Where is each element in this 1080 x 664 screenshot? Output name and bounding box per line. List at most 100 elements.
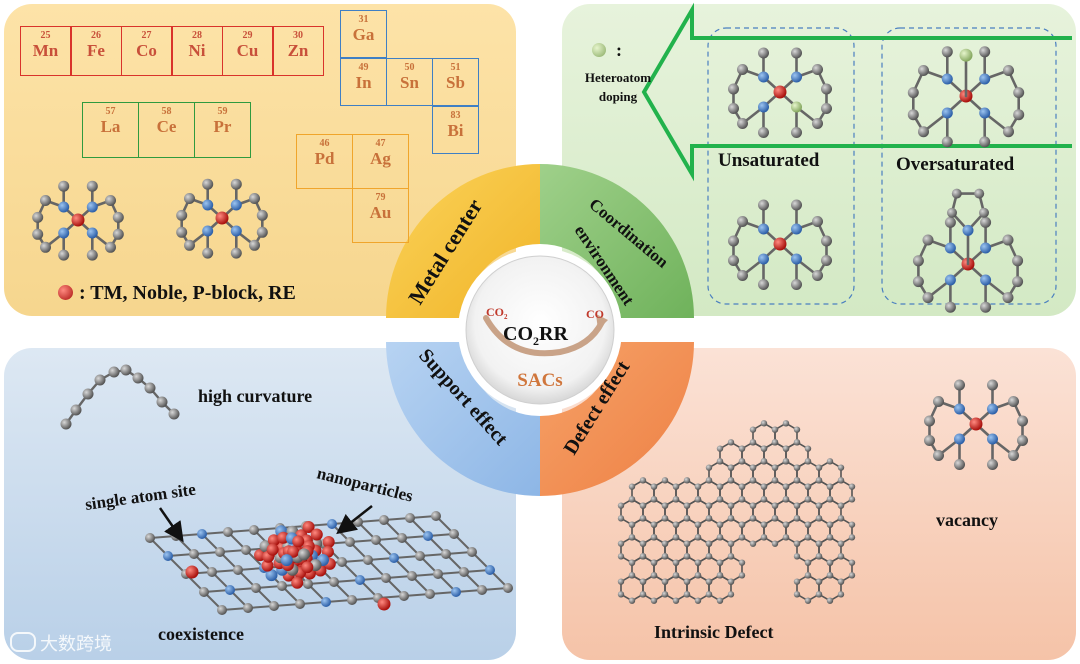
carbon-atom — [738, 483, 746, 490]
carbon-atom — [233, 565, 243, 575]
nitrogen-atom — [980, 242, 992, 254]
nitrogen-atom — [230, 199, 242, 211]
carbon-atom — [86, 249, 98, 261]
carbon-atom — [40, 195, 51, 206]
metal-atom — [185, 565, 199, 579]
carbon-atom — [760, 534, 768, 541]
carbon-atom — [782, 458, 790, 465]
carbon-atom — [215, 547, 225, 557]
element-symbol: Ag — [370, 149, 391, 168]
dopant-atom-icon — [592, 43, 606, 57]
carbon-atom — [705, 553, 713, 560]
carbon-atom — [804, 572, 812, 579]
carbon-atom — [371, 535, 381, 545]
graphene-hex — [686, 574, 710, 602]
carbon-atom — [793, 591, 801, 598]
carbon-atom — [477, 585, 487, 595]
carbon-atom — [716, 534, 724, 541]
carbon-atom — [347, 595, 357, 605]
carbon-atom — [650, 597, 658, 604]
carbon-atom — [782, 445, 790, 452]
carbon-atom — [705, 515, 713, 522]
carbon-atom — [617, 540, 625, 547]
element-symbol: In — [355, 73, 372, 92]
carbon-atom — [812, 216, 823, 227]
carbon-atom — [804, 597, 812, 604]
intrinsic-defect-label: Intrinsic Defect — [654, 622, 774, 642]
element-symbol: Sn — [400, 73, 419, 92]
metal-atom — [377, 597, 391, 611]
carbon-atom — [661, 502, 669, 509]
nitrogen-atom — [86, 201, 98, 213]
element-symbol: La — [100, 117, 121, 136]
carbon-atom — [826, 534, 834, 541]
carbon-atom — [199, 587, 209, 597]
nitrogen-atom — [941, 73, 953, 85]
carbon-atom — [771, 439, 779, 446]
element-symbol: Sb — [446, 73, 465, 92]
carbon-atom — [980, 301, 992, 313]
carbon-atom — [848, 534, 856, 541]
unsaturated-label: Unsaturated — [718, 150, 820, 171]
carbon-atom — [782, 420, 790, 427]
carbon-atom — [749, 515, 757, 522]
carbon-atom — [821, 83, 832, 95]
carbon-atom — [716, 559, 724, 566]
carbon-atom — [826, 496, 834, 503]
carbon-atom — [980, 216, 992, 228]
carbon-atom — [826, 572, 834, 579]
carbon-atom — [758, 127, 769, 138]
carbon-atom — [815, 553, 823, 560]
carbon-atom — [760, 445, 768, 452]
carbon-atom — [433, 569, 443, 579]
single-atom-arrow — [158, 507, 184, 543]
carbon-atom — [728, 255, 739, 266]
element-symbol: Zn — [287, 41, 309, 60]
carbon-atom — [1002, 234, 1014, 246]
unsaturated-box — [707, 27, 855, 305]
carbon-atom — [749, 439, 757, 446]
ring-metal-center — [386, 164, 540, 318]
carbon-atom — [230, 178, 242, 190]
atomic-number: 59 — [217, 106, 228, 117]
carbon-atom — [760, 521, 768, 528]
carbon-atom — [661, 578, 669, 585]
carbon-atom — [727, 477, 735, 484]
coexistence-label: coexistence — [158, 624, 244, 644]
center-disc — [465, 255, 615, 405]
nitrogen-atom — [202, 199, 214, 211]
carbon-atom — [694, 597, 702, 604]
carbon-atom — [804, 445, 812, 452]
oversaturated-label: Oversaturated — [896, 154, 1015, 175]
carbon-atom — [694, 483, 702, 490]
nitrogen-atom — [280, 554, 293, 567]
carbon-atom — [297, 548, 310, 561]
carbon-atom — [826, 458, 834, 465]
carbon-atom — [979, 136, 991, 148]
ring-coordination — [540, 164, 694, 318]
carbon-atom — [837, 464, 845, 471]
carbon-atom — [791, 47, 802, 59]
carbon-atom — [230, 247, 242, 259]
nitrogen-atom — [979, 73, 991, 85]
carbon-atom — [441, 549, 451, 559]
carbon-atom — [672, 572, 680, 579]
carbon-atom — [782, 534, 790, 541]
carbon-atom — [815, 477, 823, 484]
graphene-hex — [818, 574, 842, 602]
carbon-atom — [176, 209, 188, 221]
carbon-atom — [979, 46, 991, 58]
carbon-atom — [771, 540, 779, 547]
atomic-number: 50 — [404, 62, 415, 73]
co-small-label: CO — [586, 307, 604, 321]
carbon-atom — [705, 477, 713, 484]
dopant-atom — [791, 101, 802, 113]
element-symbol: Fe — [87, 41, 105, 60]
carbon-atom — [628, 597, 636, 604]
